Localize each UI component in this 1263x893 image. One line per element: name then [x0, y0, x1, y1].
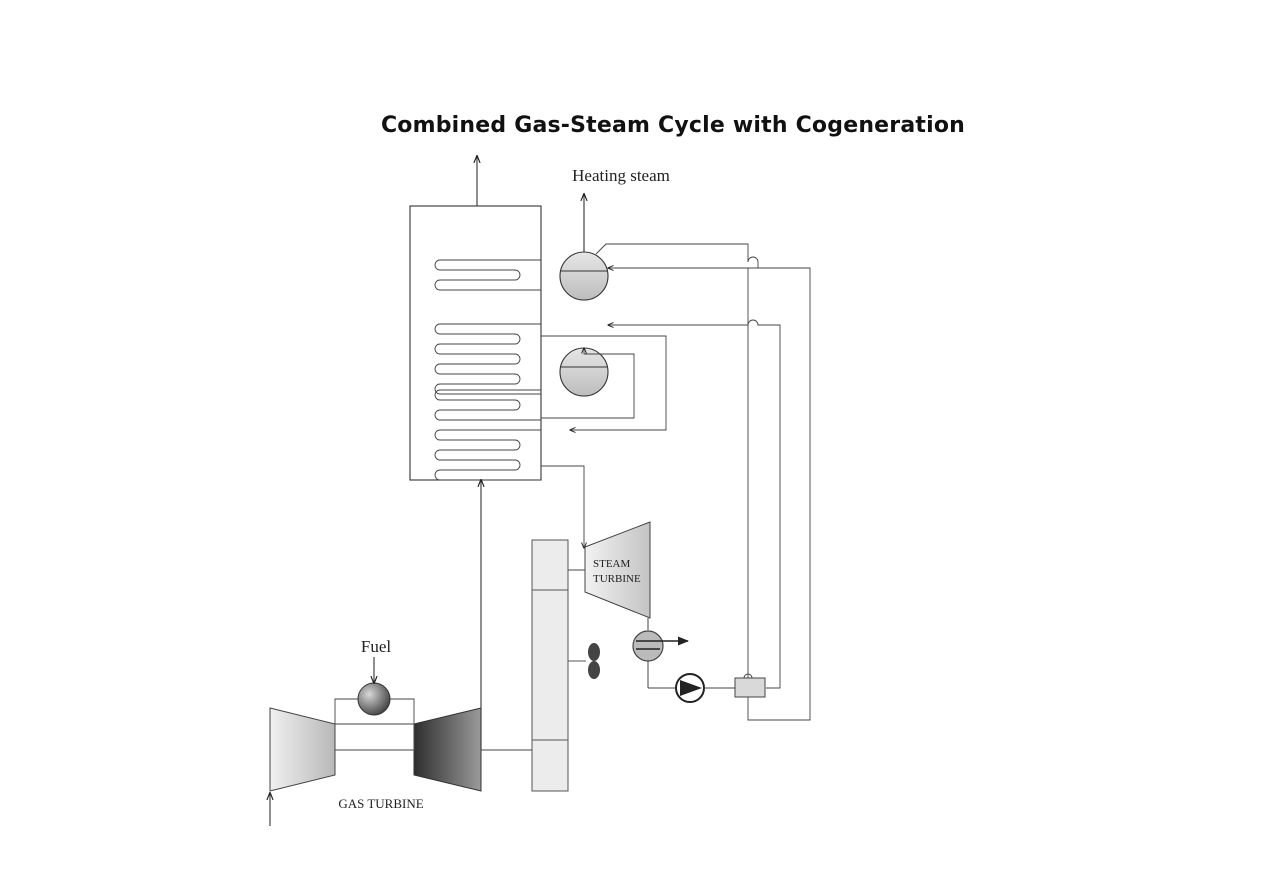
gas-turbine	[413, 707, 482, 792]
feedwater-tank	[734, 673, 766, 698]
hrsg-boiler	[409, 156, 542, 481]
feed-pump-icon	[675, 673, 735, 703]
live-steam-line	[541, 465, 584, 548]
fuel-label: Fuel	[361, 637, 392, 656]
compressor	[269, 707, 336, 792]
cooling-fan-icon	[568, 643, 600, 679]
heating-steam-label: Heating steam	[572, 166, 670, 185]
upper-steam-drum	[559, 194, 609, 301]
feedwater-lines	[595, 243, 811, 721]
condenser-icon	[632, 618, 690, 689]
combustion-chamber	[357, 682, 391, 716]
hrsg-tube-coils	[434, 259, 541, 481]
diagram-title: Combined Gas-Steam Cycle with Cogenerati…	[380, 113, 966, 138]
lower-steam-drum	[541, 335, 667, 430]
gas-turbine-label: GAS TURBINE	[338, 796, 423, 811]
gas-turbine-set	[270, 480, 532, 826]
steam-turbine	[568, 521, 651, 619]
generator-shaft	[531, 539, 569, 792]
steam-turbine-label-1: STEAM	[593, 558, 631, 570]
steam-turbine-label-2: TURBINE	[593, 573, 641, 585]
